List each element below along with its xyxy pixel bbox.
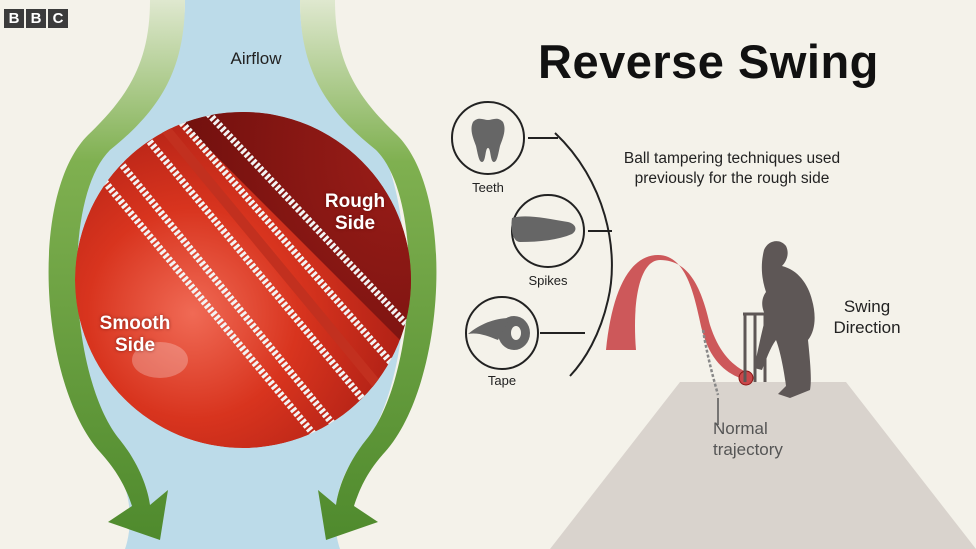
tampering-icons [451,101,613,377]
normal-trajectory-label: Normal trajectory [713,418,783,460]
swing-direction-label-line: Direction [833,318,901,337]
rough-side-label-line: Rough [324,191,386,212]
smooth-side-label-line: Side [114,335,156,356]
technique-label-tape: Tape [487,373,517,388]
right-airflow-arrow [300,0,437,540]
reverse-swing-trajectory [606,255,746,378]
bbc-logo-letter: B [4,9,24,28]
bracket-arc [554,132,613,377]
bbc-logo-letter: C [48,9,68,28]
bbc-logo: B B C [4,9,68,28]
pitch-diagram [550,241,976,549]
tampering-heading-line: previously for the rough side [634,170,830,187]
tampering-heading: Ball tampering techniques used previousl… [596,149,868,189]
spiked-shoe-icon [511,194,585,268]
left-airflow-arrow [48,0,186,540]
pitch [550,382,976,549]
bbc-logo-letter: B [26,9,46,28]
normal-trajectory-label-line: trajectory [713,440,783,459]
smooth-side-label-line: Smooth [99,313,171,334]
technique-label-spikes: Spikes [528,273,568,288]
swing-direction-label: Swing Direction [802,296,932,338]
ball-airflow-diagram [48,0,437,549]
smooth-side-label: Smooth Side [80,313,190,357]
technique-label-teeth: Teeth [472,180,504,195]
airflow-label: Airflow [230,49,282,68]
batsman-silhouette [754,241,815,398]
normal-trajectory-line [701,329,720,396]
rough-side-label-line: Side [334,213,376,234]
page-title: Reverse Swing [538,35,879,88]
cricket-ball [75,112,411,448]
tooth-icon [451,101,525,175]
rough-side-label: Rough Side [305,191,405,235]
swing-direction-label-line: Swing [843,297,891,316]
normal-trajectory-label-line: Normal [713,419,768,438]
tampering-heading-line: Ball tampering techniques used [623,150,841,167]
tape-roll-icon [465,296,539,370]
